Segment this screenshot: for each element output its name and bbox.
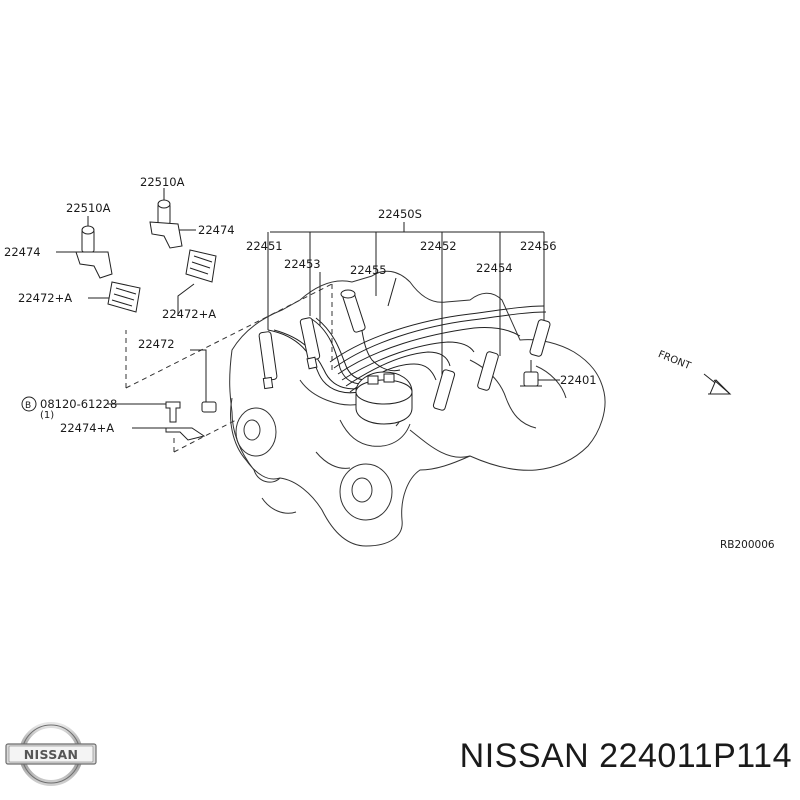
label-22510a-2: 22510A [140,175,185,189]
dashed-guide-lines [125,283,333,453]
bolt-marker: B [21,396,37,412]
nissan-logo-text: NISSAN [24,747,79,762]
front-arrow [703,373,732,395]
spark-plug-boots-left [258,289,366,390]
nissan-logo: NISSAN [5,722,97,786]
label-22454: 22454 [476,261,513,275]
label-22455: 22455 [350,263,387,277]
svg-text:B: B [25,401,31,411]
label-22456: 22456 [520,239,557,253]
label-22472a-2: 22472+A [162,307,216,321]
distributor-cap [355,371,413,425]
label-22451: 22451 [246,239,283,253]
label-reference-code: RB200006 [720,539,775,551]
label-22453: 22453 [284,257,321,271]
label-22474-1: 22474 [4,245,41,259]
label-22474a: 22474+A [60,421,114,435]
label-22452: 22452 [420,239,457,253]
label-22510a-1: 22510A [66,201,111,215]
label-22474-2: 22474 [198,223,235,237]
spark-plug-boots-right [432,319,551,411]
label-22472: 22472 [138,337,175,351]
label-22450s: 22450S [378,207,422,221]
engine-outline [229,270,606,547]
ignition-coil-assembly-1 [75,225,141,313]
sensor-22401 [520,360,542,387]
label-22401: 22401 [560,373,597,387]
bracket-assembly [165,401,217,441]
part-labels: 22510A 22474 22472+A 22510A 22474 22472+… [4,175,775,551]
ignition-coil-assembly-2 [149,199,217,283]
part-number-caption: NISSAN 224011P114 [459,737,792,775]
label-bolt-code: 08120-61228 [40,397,117,411]
label-22472a-1: 22472+A [18,291,72,305]
leader-lines [56,188,560,429]
label-front: FRONT [656,349,693,372]
label-bolt-qty: (1) [40,410,54,421]
